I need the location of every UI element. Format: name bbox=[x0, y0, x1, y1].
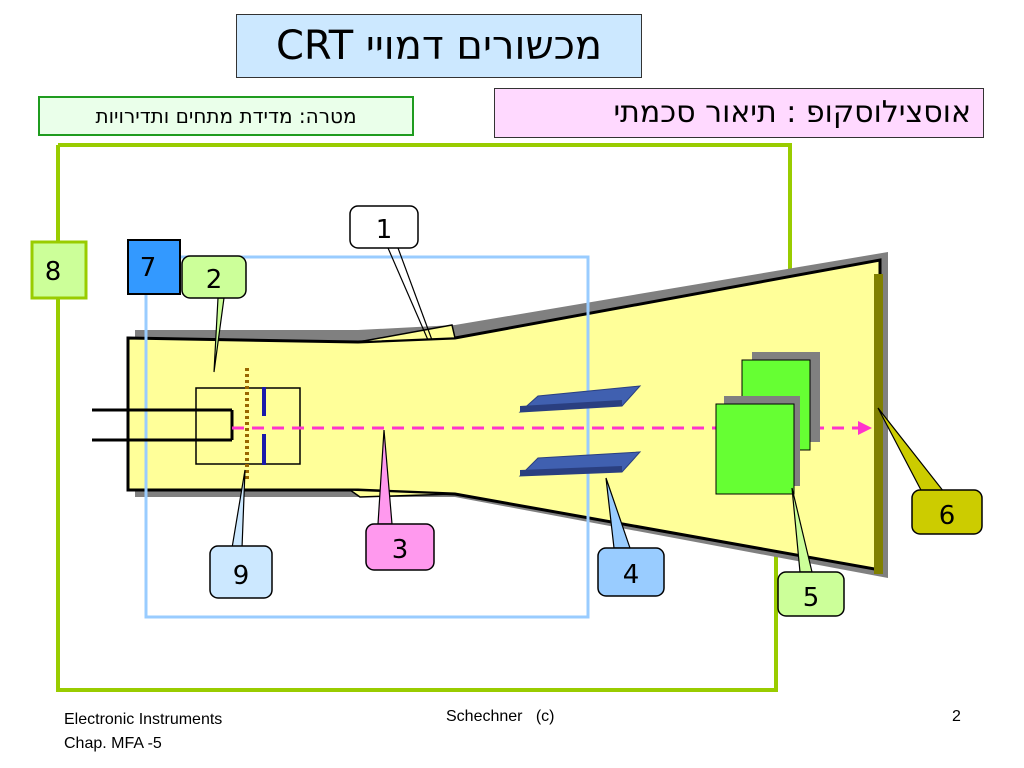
callout-1-pointer-a bbox=[387, 247, 429, 341]
callout-8-label: 8 bbox=[45, 257, 62, 287]
footer-chapter: Chap. MFA -5 bbox=[64, 735, 162, 752]
frame-line-bottom bbox=[56, 145, 778, 692]
neck-wedge-bottom bbox=[347, 489, 456, 498]
slide-title: מכשורים דמויי CRT bbox=[236, 14, 642, 78]
callout-2-box bbox=[181, 255, 247, 299]
deflection-frame bbox=[144, 255, 590, 619]
callout-5-label: 5 bbox=[803, 583, 820, 613]
footer-page-number: 2 bbox=[952, 708, 961, 725]
callout-4-box bbox=[597, 547, 665, 597]
callout-7-box bbox=[127, 239, 181, 295]
callout-3-box bbox=[365, 523, 435, 571]
phosphor-screen bbox=[874, 274, 883, 574]
deflection-plate-bottom-edge bbox=[520, 466, 622, 476]
callout-5-box bbox=[777, 571, 845, 617]
callout-2-label: 2 bbox=[206, 265, 223, 295]
callout-9-box bbox=[209, 545, 273, 599]
footer-author: Schechner (c) bbox=[446, 708, 555, 725]
footer-course-title: Electronic Instruments bbox=[64, 711, 223, 728]
callout-1-label: 1 bbox=[376, 215, 393, 245]
callout-1-box bbox=[349, 205, 419, 249]
callout-3-label: 3 bbox=[392, 535, 409, 565]
beam-arrowhead bbox=[858, 421, 872, 435]
goal-label: מטרה: מדידת מתחים ותדירויות bbox=[38, 96, 414, 136]
deflection-plate-top-edge bbox=[520, 400, 622, 412]
callout-4-label: 4 bbox=[623, 560, 640, 590]
callout-1-pointer-b bbox=[397, 247, 433, 341]
footer-course: Electronic Instruments Chap. MFA -5 bbox=[64, 708, 222, 756]
callout-6-label: 6 bbox=[939, 501, 956, 531]
callout-6-box bbox=[911, 489, 983, 535]
callout-7-label: 7 bbox=[140, 253, 157, 283]
slide-subtitle: אוסצילוסקופ : תיאור סכמתי bbox=[494, 88, 984, 138]
callout-9-label: 9 bbox=[233, 561, 250, 591]
h-plate-front bbox=[715, 403, 795, 495]
callout-8-box bbox=[30, 240, 88, 300]
